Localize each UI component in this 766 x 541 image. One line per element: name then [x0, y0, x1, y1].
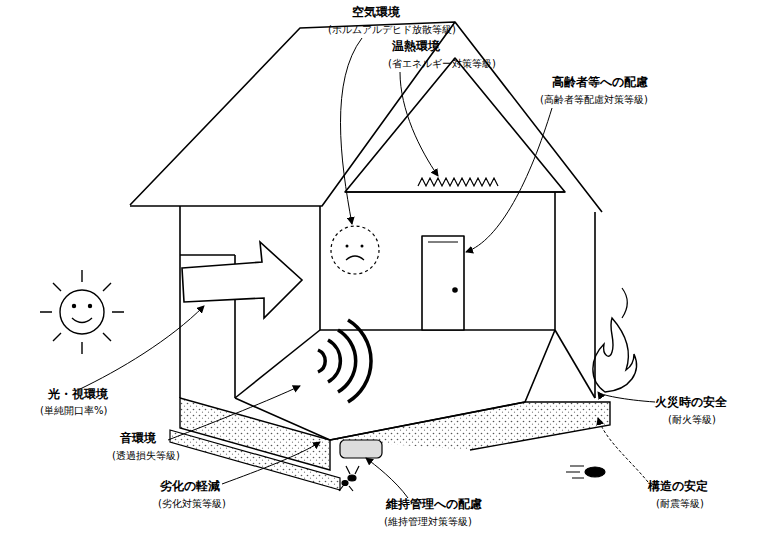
callout-detail: (高齢者等配慮対策等級): [540, 94, 648, 106]
callout-title: 光・視環境: [48, 388, 108, 402]
air-cloud: [331, 226, 379, 274]
callout-detail: (劣化対策等級): [158, 498, 226, 510]
callout-detail: (省エネルギー対策等級): [388, 58, 496, 70]
callout-title: 温熱環境: [392, 40, 440, 54]
insect: [339, 466, 605, 491]
fire: [593, 318, 637, 392]
callout-title: 高齢者等への配慮: [552, 76, 648, 90]
callout-title: 音環境: [120, 432, 156, 446]
house-outline: [130, 22, 602, 440]
callout-detail: (ホルムアルデヒド放散等級): [328, 24, 456, 36]
callout-detail: (単純開口率%): [40, 405, 107, 417]
callout-title: 維持管理への配慮: [386, 498, 482, 512]
callout-detail: (耐火等級): [668, 414, 716, 426]
callout-title: 構造の安定: [648, 480, 708, 494]
fire: [622, 288, 627, 318]
sun: [40, 270, 124, 354]
insulation: [418, 178, 498, 186]
light-arrow: [182, 242, 302, 318]
leader-line: [78, 38, 655, 498]
callout-title: 火災時の安全: [655, 396, 727, 410]
pipe: [340, 440, 382, 458]
sound-waves: [318, 320, 371, 402]
callout-title: 劣化の軽減: [160, 480, 220, 494]
callout-detail: (維持管理対策等級): [384, 516, 472, 528]
callout-detail: (透過損失等級): [112, 450, 180, 462]
callout-title: 空気環境: [352, 6, 400, 20]
callout-detail: (耐震等級): [656, 498, 704, 510]
